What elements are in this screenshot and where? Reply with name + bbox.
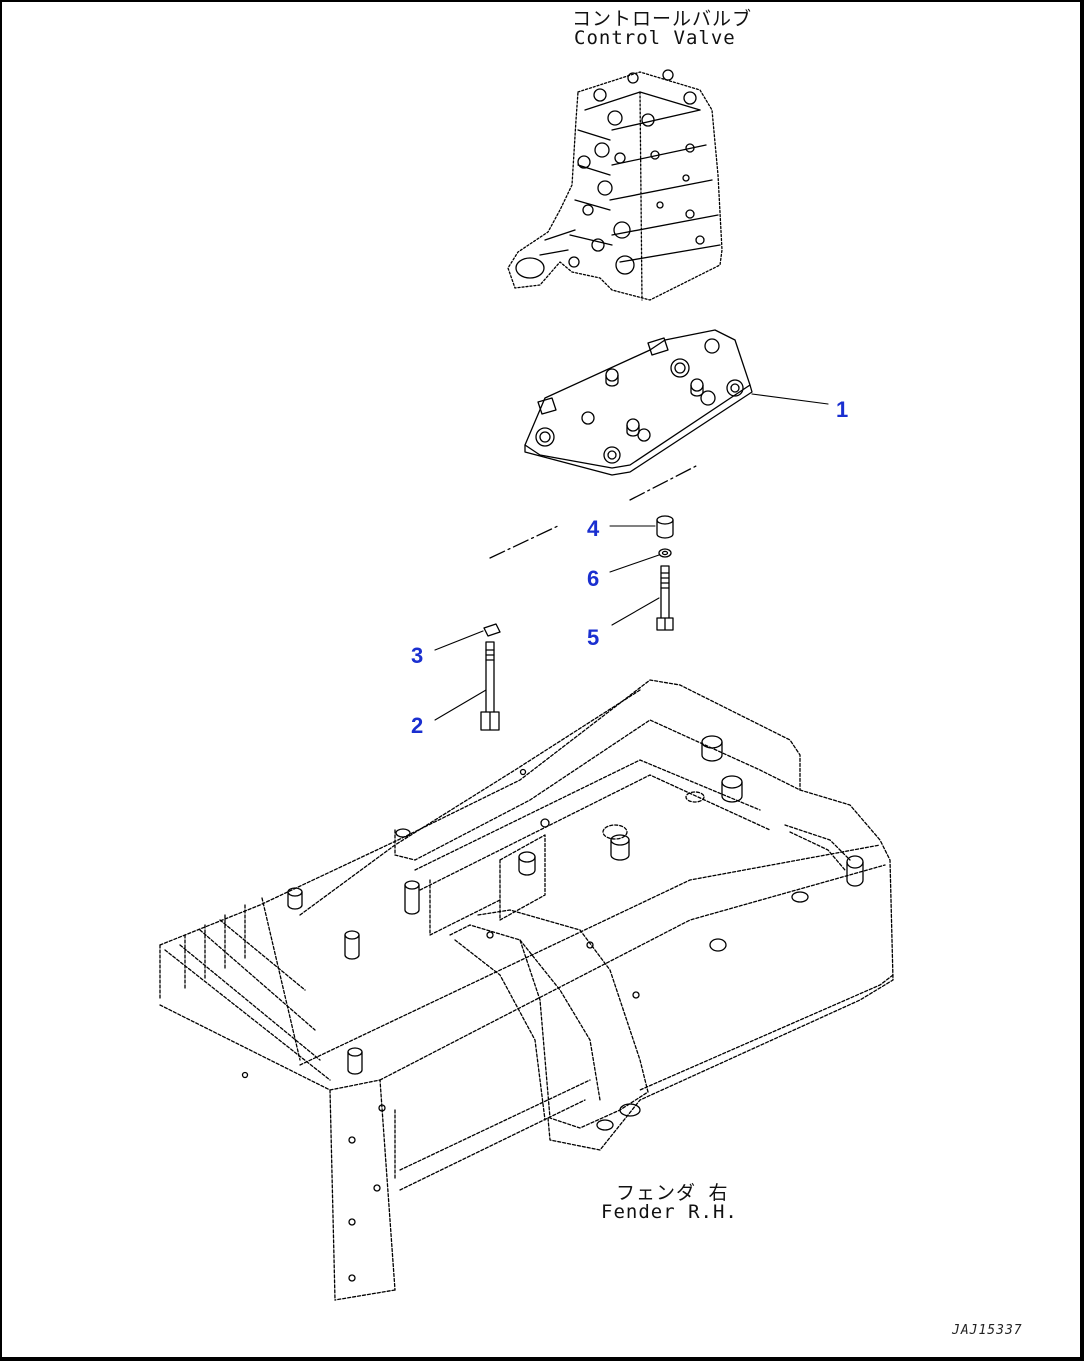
fender-bosses	[243, 736, 864, 1281]
callout-4: 4	[587, 516, 600, 541]
washer-part-6	[659, 549, 671, 557]
bolt-part-5	[657, 566, 673, 630]
bolt-part-2	[481, 642, 499, 730]
centerlines	[490, 465, 698, 558]
leader-lines	[435, 394, 828, 720]
control-valve-label-en: Control Valve	[574, 27, 736, 49]
callout-5: 5	[587, 625, 600, 650]
spacer-part-4	[657, 516, 673, 538]
callout-1: 1	[836, 397, 849, 422]
fender-label-en: Fender R.H.	[601, 1201, 738, 1223]
callout-6: 6	[587, 566, 600, 591]
control-valve-label-jp: コントロールバルブ	[572, 8, 753, 30]
fender-illustration	[160, 680, 893, 1300]
callout-3: 3	[411, 643, 424, 668]
mounting-plate-part-1	[525, 330, 752, 475]
control-valve-illustration	[508, 70, 722, 300]
washer-part-3	[484, 624, 500, 636]
drawing-number: JAJ15337	[952, 1323, 1023, 1338]
fender-label-jp: フェンダ 右	[616, 1182, 729, 1204]
callout-2: 2	[411, 713, 424, 738]
